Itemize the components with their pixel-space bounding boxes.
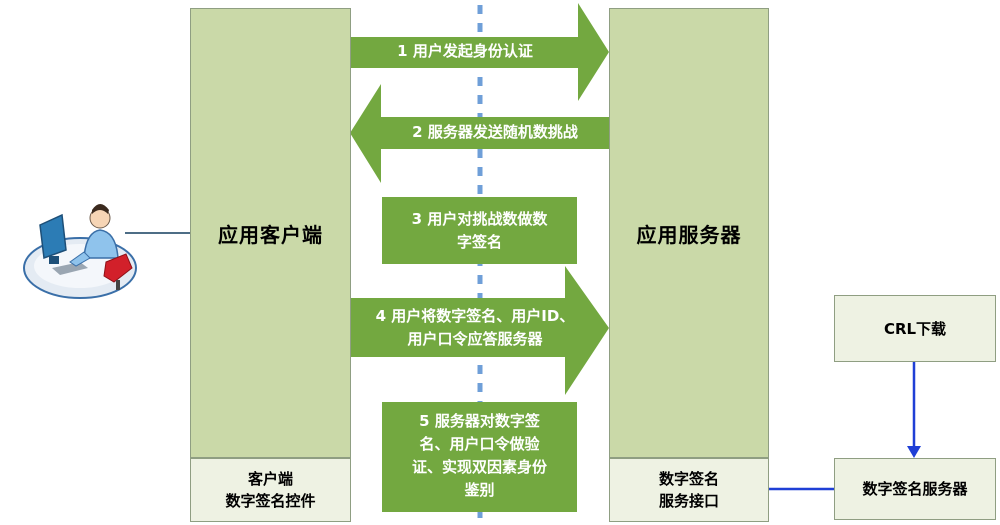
crl-download-label: CRL下载: [883, 319, 947, 338]
step-5-box: [382, 402, 577, 512]
step-5-line2: 名、用户口令做验: [419, 435, 540, 453]
crl-download-box: CRL下载: [834, 295, 996, 362]
step-4-label: 4 用户将数字签名、用户ID、 用户口令应答服务器: [352, 305, 598, 351]
step-4-line2: 用户口令应答服务器: [407, 330, 543, 348]
step-1-label: 1 用户发起身份认证: [352, 40, 578, 63]
server-interface-line1: 数字签名: [658, 470, 719, 488]
step-2-label: 2 服务器发送随机数挑战: [382, 121, 608, 144]
step-5-line4: 鉴别: [464, 481, 495, 499]
step-3-label: 3 用户对挑战数做数 字签名: [382, 208, 577, 254]
step-5-line1: 5 服务器对数字签: [419, 412, 540, 430]
server-title: 应用服务器: [636, 222, 742, 247]
client-column: 应用客户端: [190, 8, 351, 458]
signature-server-label: 数字签名服务器: [862, 480, 968, 498]
client-signature-control: 客户端 数字签名控件: [190, 458, 351, 522]
client-control-line2: 数字签名控件: [225, 492, 316, 510]
step-3-box: [382, 197, 577, 264]
server-column: 应用服务器: [609, 8, 769, 458]
step-3-line1: 3 用户对挑战数做数: [411, 210, 548, 228]
signature-server-box: 数字签名服务器: [834, 458, 996, 520]
step-4-line1: 4 用户将数字签名、用户ID、: [375, 307, 575, 325]
arrow-step-2: [350, 84, 609, 183]
step-5-line3: 证、实现双因素身份: [411, 458, 547, 476]
step-5-label: 5 服务器对数字签 名、用户口令做验 证、实现双因素身份 鉴别: [382, 410, 577, 502]
crl-arrow-head: [907, 446, 921, 458]
arrow-step-1: [350, 3, 609, 101]
server-signature-interface: 数字签名 服务接口: [609, 458, 769, 522]
arrow-step-4: [350, 266, 609, 395]
user-at-computer-icon: [23, 204, 137, 299]
step-1-line1: 1 用户发起身份认证: [397, 42, 533, 60]
server-interface-line2: 服务接口: [658, 492, 719, 510]
client-title: 应用客户端: [218, 222, 323, 247]
client-control-line1: 客户端: [247, 470, 293, 488]
step-3-line2: 字签名: [456, 233, 502, 251]
step-2-line1: 2 服务器发送随机数挑战: [412, 123, 578, 141]
